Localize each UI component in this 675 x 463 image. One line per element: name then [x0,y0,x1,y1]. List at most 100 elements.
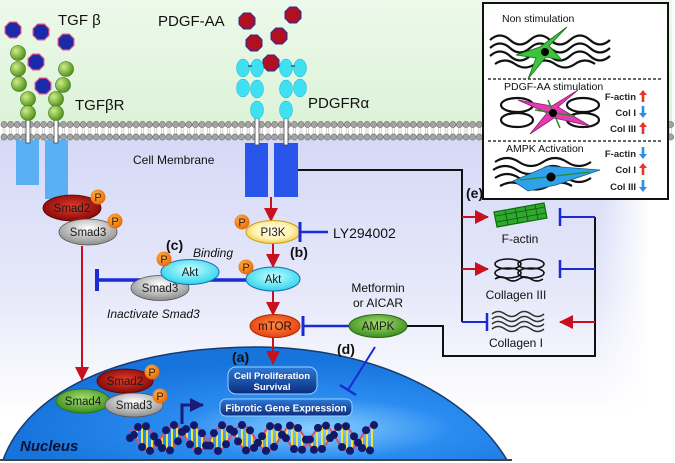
lipid-head [40,121,47,128]
phospho-label: P [156,391,163,403]
dna-nucleotide [210,429,218,438]
tgfbr-domain [58,61,74,77]
lipid-head [231,121,239,128]
lipid-head [112,133,120,141]
inset-panel-title: AMPK Activation [506,143,584,155]
ampk-to-ecm-line [407,217,596,357]
lipid-head [370,121,377,128]
lipid-head [33,133,41,141]
lipid-head [7,133,15,141]
tgf-beta-ligand [27,53,45,71]
tgf-beta-label: TGF β [58,12,101,29]
phospho-badge [238,259,254,275]
dna-nucleotide [346,446,354,455]
lipid-head [383,133,391,141]
pdgf-aa-ligand [284,6,302,24]
lipid-head [455,133,463,141]
f-actin-icon [493,202,548,228]
dna-nucleotide [274,423,282,432]
pi3k-label: PI3K [261,227,286,239]
pdgfr-ig-domain [236,58,250,78]
lipid-head [125,121,133,128]
lipid-head [211,133,219,141]
dna-nucleotide [282,434,290,443]
dna-nucleotide [270,442,278,451]
fibrotic-gene-expression-label: Fibrotic Gene Expression [225,404,346,415]
dna-nucleotide [138,443,146,452]
lipid-head [185,133,193,141]
lipid-head [277,121,285,128]
lipid-head [310,133,318,141]
phospho-label: P [111,216,118,228]
fibrotic-gene-expression-box [219,398,353,417]
lipid-head [86,121,94,128]
bound-smad3-label: Smad3 [142,283,178,295]
lipid-head [337,133,344,141]
dna-nucleotide [158,444,166,453]
lipid-head [152,133,160,141]
dna-nucleotide [170,421,178,430]
transcription-start-arrow [180,398,204,424]
akt-smad3-binding-complex: Smad3 Akt P [130,251,220,301]
lipid-head [422,121,430,128]
lipid-head [462,133,470,141]
lipid-head [363,121,371,128]
lipid-head [66,121,74,128]
up-arrow-icon [639,163,647,175]
dna-nucleotide [322,421,330,430]
lipid-head [449,133,457,141]
lipid-head [132,133,140,141]
dna-nucleotide [246,426,254,435]
lipid-head [158,121,166,128]
dna-nucleotide [174,437,182,446]
phospho-badge [144,364,160,380]
pdgf-aa-ligand [262,54,280,72]
collagen-i-icon [491,310,545,333]
lipid-head [0,133,8,141]
lipid-head [290,133,298,141]
lipid-head [323,133,331,141]
bound-akt-label: Akt [182,267,199,279]
dna-nucleotide [182,425,190,434]
dna-nucleotide [238,421,246,430]
lipid-head [429,121,437,128]
dna-nucleotide [358,444,366,453]
dna-double-helix [126,421,378,455]
lipid-head [238,133,245,141]
dna-nucleotide [342,422,350,431]
pdgfr-ig-domain [293,58,307,78]
tgfbr-domain [10,45,26,61]
lipid-head [198,121,206,128]
lipid-head [389,133,397,141]
phospho-badge [107,213,123,229]
pdgfr-ig-domain [250,100,264,120]
lipid-head [152,121,160,128]
lipid-head [304,133,311,141]
dna-nucleotide [218,421,226,430]
down-arrow-icon [639,180,647,192]
lipid-head [370,133,377,141]
dna-nucleotide [290,445,298,454]
lipid-head [330,133,338,141]
lipid-head [238,121,245,128]
smad2-smad3-complex: Smad2 Smad3 P P [42,189,123,246]
lipid-head [304,121,311,128]
lipid-head [158,133,166,141]
f-actin-label: F-actin [502,232,539,246]
lipid-head [317,133,325,141]
lipid-head [178,121,186,128]
pdgfr-intracellular-domain-1 [245,143,268,197]
collagen-iii-label: Collagen III [486,288,547,302]
lipid-head [13,133,21,141]
inhibition-bar [339,383,357,397]
lipid-head [132,121,140,128]
nucleus: Nucleus Cell Proliferation Survival Fibr… [0,346,512,461]
lipid-head [462,121,470,128]
dna-nucleotide [318,444,326,453]
lipid-head [172,133,179,141]
nuclear-smad3-node [104,392,164,418]
pdgf-aa-ligand [270,27,288,45]
pdgf-stimulated-cell-icon [499,89,601,135]
dna-nucleotide [330,430,338,439]
cell-proliferation-box [227,366,318,395]
